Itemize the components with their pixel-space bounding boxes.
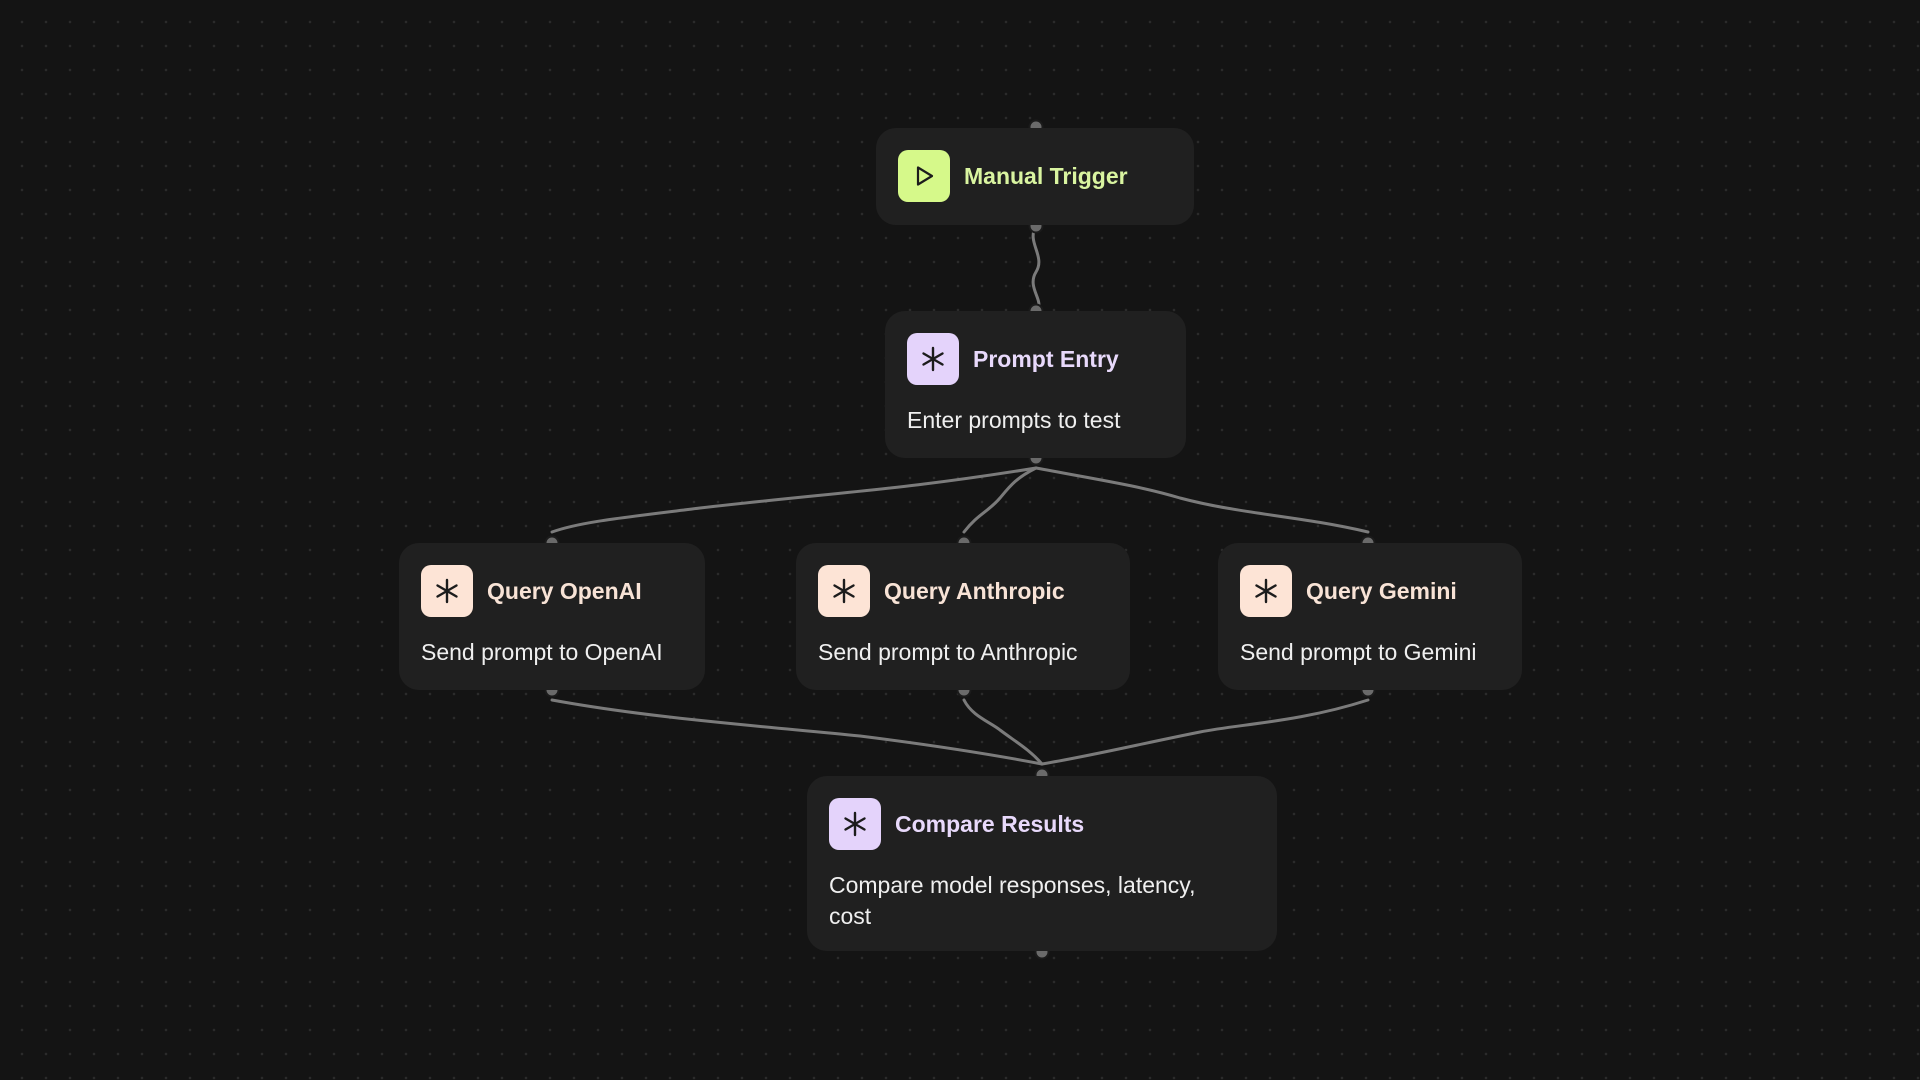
asterisk-icon	[1240, 565, 1292, 617]
edge-gemini-to-compare[interactable]	[1040, 698, 1370, 766]
node-title: Prompt Entry	[973, 345, 1119, 372]
node-title: Query Anthropic	[884, 577, 1065, 604]
node-header: Query Gemini	[1240, 565, 1500, 617]
node-header: Query OpenAI	[421, 565, 683, 617]
edge-openai-to-compare[interactable]	[550, 698, 1044, 766]
edge-trigger-to-prompt[interactable]	[1031, 224, 1041, 312]
edge-prompt-to-openai[interactable]	[550, 466, 1038, 534]
node-manual-trigger[interactable]: Manual Trigger	[876, 128, 1194, 225]
node-title: Query OpenAI	[487, 577, 642, 604]
node-description: Send prompt to OpenAI	[421, 639, 663, 665]
node-header: Prompt Entry	[907, 333, 1164, 385]
node-header: Query Anthropic	[818, 565, 1108, 617]
asterisk-icon	[818, 565, 870, 617]
asterisk-icon	[907, 333, 959, 385]
node-description: Compare model responses, latency, cost	[829, 872, 1196, 929]
node-compare-results[interactable]: Compare Results Compare model responses,…	[807, 776, 1277, 951]
node-query-anthropic[interactable]: Query Anthropic Send prompt to Anthropic	[796, 543, 1130, 690]
edge-anthropic-to-compare[interactable]	[962, 698, 1044, 766]
asterisk-icon	[421, 565, 473, 617]
node-header: Compare Results	[829, 798, 1255, 850]
play-icon	[898, 150, 950, 202]
node-query-openai[interactable]: Query OpenAI Send prompt to OpenAI	[399, 543, 705, 690]
edge-prompt-to-gemini[interactable]	[1034, 466, 1370, 534]
node-title: Query Gemini	[1306, 577, 1457, 604]
node-prompt-entry[interactable]: Prompt Entry Enter prompts to test	[885, 311, 1186, 458]
asterisk-icon	[829, 798, 881, 850]
node-description: Send prompt to Anthropic	[818, 639, 1078, 665]
node-title: Manual Trigger	[964, 162, 1128, 189]
node-header: Manual Trigger	[898, 150, 1172, 202]
node-description: Enter prompts to test	[907, 407, 1121, 433]
edge-prompt-to-anthropic[interactable]	[962, 466, 1038, 534]
node-description: Send prompt to Gemini	[1240, 639, 1477, 665]
node-query-gemini[interactable]: Query Gemini Send prompt to Gemini	[1218, 543, 1522, 690]
node-title: Compare Results	[895, 810, 1085, 837]
